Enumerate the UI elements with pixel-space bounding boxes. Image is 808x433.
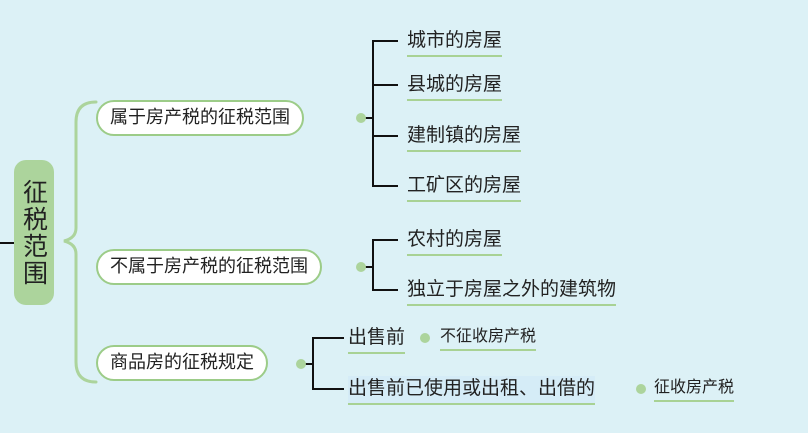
branch-taxable-scope[interactable]: 属于房产税的征税范围 [96, 100, 304, 136]
leaf-town-houses[interactable]: 建制镇的房屋 [407, 123, 522, 152]
root-node: 征税范围 [14, 160, 54, 305]
leaf-mining-area-houses[interactable]: 工矿区的房屋 [407, 173, 522, 202]
leaf-standalone-structures[interactable]: 独立于房屋之外的建筑物 [407, 277, 617, 306]
branch-label: 属于房产税的征税范围 [110, 107, 290, 128]
connector-dot [356, 113, 366, 123]
leaf-used-or-leased-before-sale[interactable]: 出售前已使用或出租、出借的 [348, 376, 596, 405]
connector-dot [420, 333, 430, 343]
connector-dot [636, 384, 646, 394]
branch-commercial-housing-rules[interactable]: 商品房的征税规定 [96, 345, 268, 381]
connector-dot [296, 359, 306, 369]
leaf-county-houses[interactable]: 县城的房屋 [407, 72, 503, 101]
leaf-city-houses[interactable]: 城市的房屋 [407, 28, 503, 57]
result-no-tax: 不征收房产税 [440, 326, 537, 351]
branch-label: 不属于房产税的征税范围 [110, 256, 308, 277]
leaf-rural-houses[interactable]: 农村的房屋 [407, 227, 503, 256]
connector-dot [356, 262, 366, 272]
result-tax-levied: 征收房产税 [654, 377, 735, 402]
branch-label: 商品房的征税规定 [110, 352, 254, 373]
branch-non-taxable-scope[interactable]: 不属于房产税的征税范围 [96, 249, 322, 285]
leaf-before-sale[interactable]: 出售前 [348, 325, 406, 354]
